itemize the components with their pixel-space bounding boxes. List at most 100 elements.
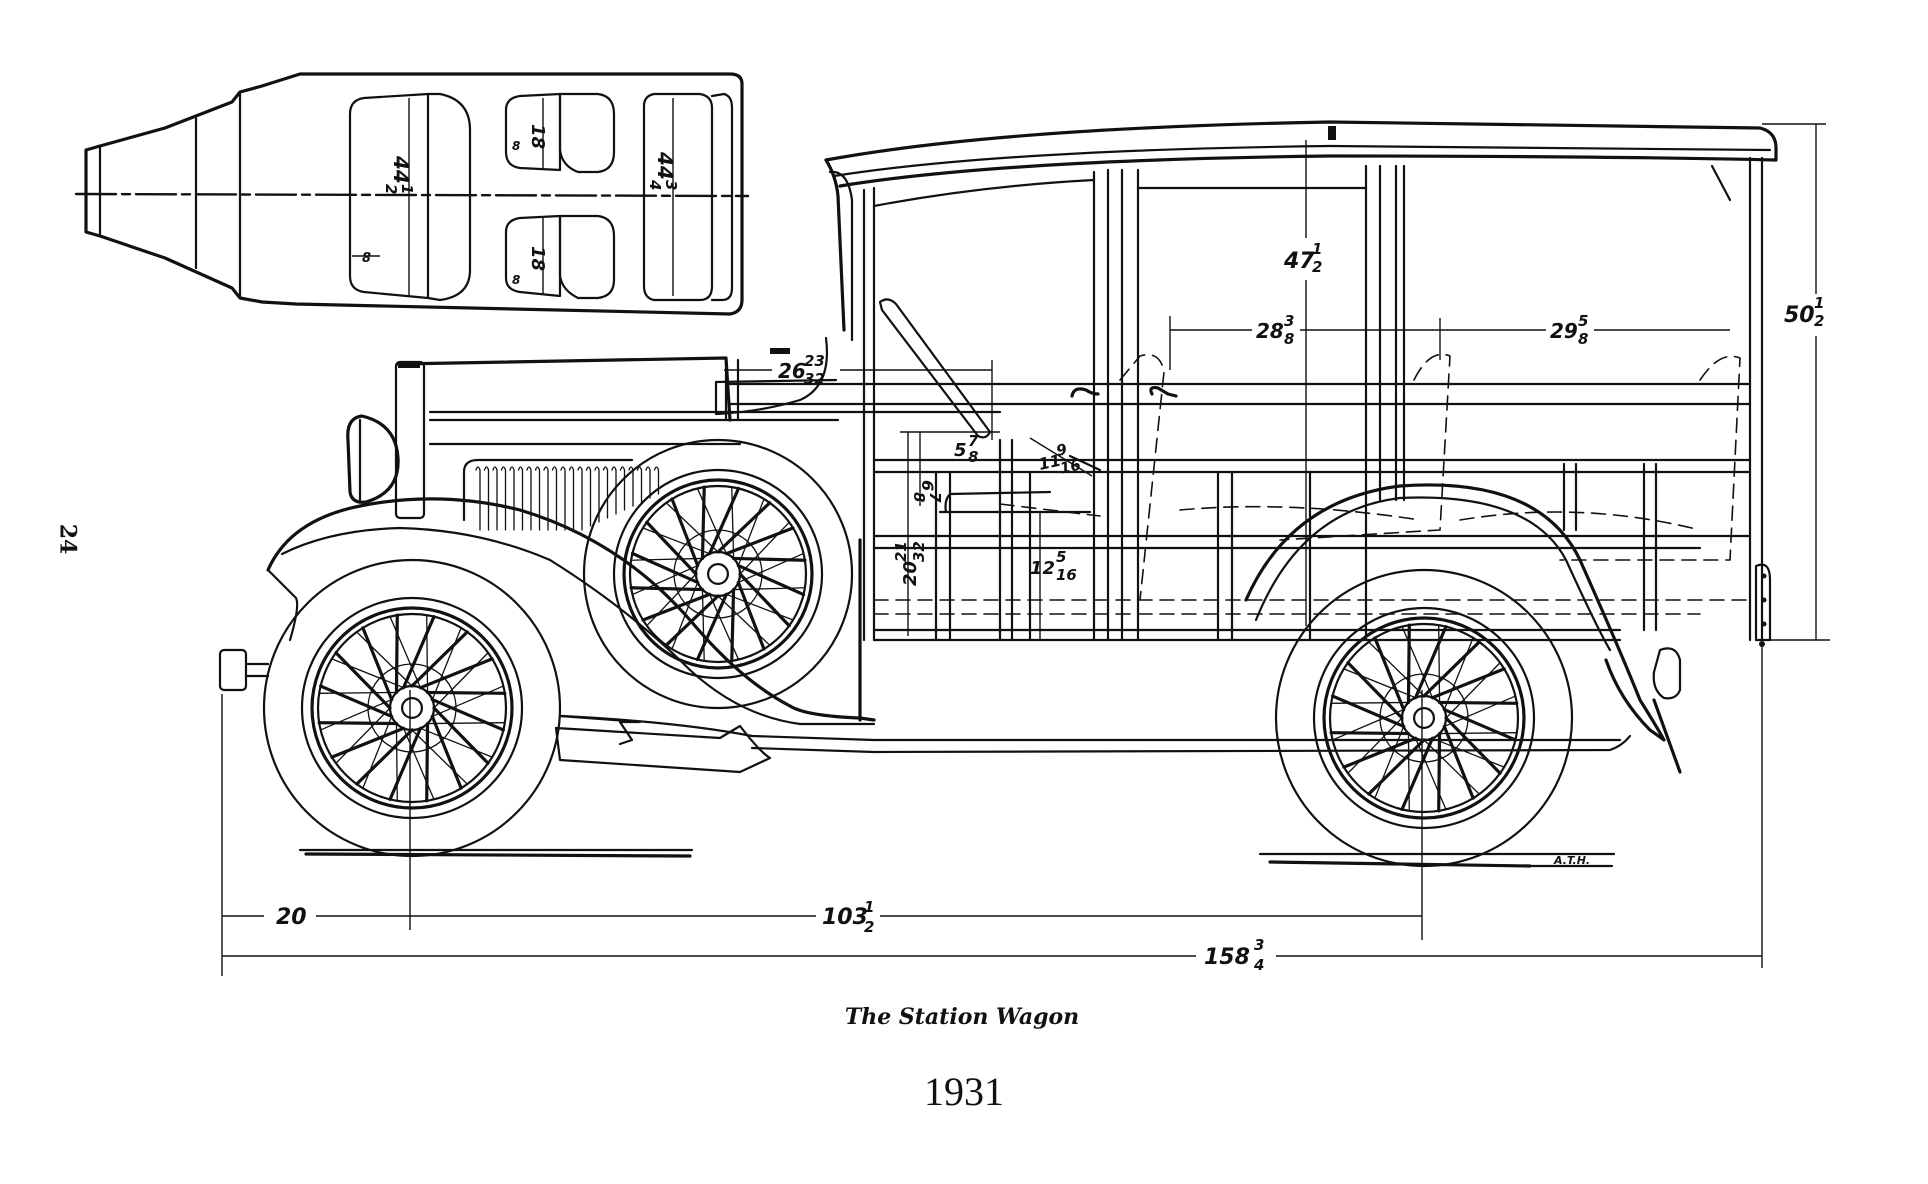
hub-cap (706, 562, 729, 585)
spoke (731, 556, 807, 562)
plan-front-seat-width-label: 44 (389, 155, 413, 184)
frac-num: 1 (864, 898, 874, 916)
frac-num: 7 (926, 492, 944, 503)
frac-num: 5 (1578, 312, 1588, 330)
spoke (433, 652, 489, 709)
spoke (418, 657, 494, 690)
spoke (701, 588, 705, 662)
hinge-bolt (1761, 621, 1767, 627)
louver (653, 466, 660, 495)
spoke (736, 580, 766, 651)
frac-whole: 20 (900, 561, 921, 586)
louver (483, 466, 490, 531)
front-window-top (872, 178, 1096, 208)
plan-middle-seat-upper-back (558, 92, 616, 174)
spoke-ring (673, 529, 763, 619)
cushion-height-label: 12 5 16 (1030, 548, 1077, 584)
frac-whole: 12 (1030, 558, 1055, 579)
louver (585, 466, 592, 527)
frac-whole: 50 (1784, 303, 1815, 328)
spoke (425, 721, 430, 803)
seat-setback-label: 5 7 8 (954, 432, 979, 466)
spoke (1430, 667, 1506, 700)
radiator-shell (394, 360, 426, 520)
ground-shadow-front (304, 852, 692, 858)
spoke (641, 592, 712, 622)
plan-middle-upper-depth-label: 8 (512, 139, 520, 153)
frac-whole: 26 (778, 359, 806, 383)
roof-marker (1328, 126, 1336, 140)
plan-front-seat (348, 92, 430, 300)
spoke (665, 502, 719, 553)
rim-inner (628, 484, 808, 664)
hub-cap (1412, 706, 1435, 729)
spoke (335, 707, 391, 764)
hinge-bolt (1761, 597, 1767, 603)
tail-lamp (1652, 647, 1682, 700)
spoke (317, 721, 399, 726)
spoke (425, 690, 507, 695)
plan-centerline (74, 192, 750, 198)
spoke (1374, 725, 1405, 799)
radiator-cap (398, 362, 420, 368)
frac-whole: 6 (918, 480, 937, 491)
spoke (670, 497, 700, 568)
frac-num: 1 (1814, 294, 1824, 312)
spare-wheel (582, 438, 854, 710)
frac-whole: 5 (954, 440, 967, 461)
dimension-labels: 20 103 1 2 158 3 4 47 1 2 50 1 2 28 3 8 (276, 240, 1824, 974)
plan-middle-upper-width-label: 18 (527, 124, 548, 149)
spoke (1442, 707, 1518, 742)
front-bumper (218, 648, 248, 692)
frac-whole: 47 (1283, 249, 1315, 274)
spoke (431, 627, 462, 701)
spoke (319, 698, 393, 731)
spoke (1401, 625, 1434, 699)
seat-back-angle-label: 11 9 16 (1037, 440, 1083, 477)
front-seat-cushion (938, 454, 1102, 514)
spoke (646, 573, 697, 627)
spoke (716, 501, 772, 554)
louver (619, 466, 626, 511)
page-number: 24 (54, 523, 81, 555)
dim-back-angle (1029, 437, 1093, 477)
rim (1322, 616, 1526, 820)
spoke (402, 727, 435, 801)
spoke (411, 729, 468, 785)
frac-whole: 103 (822, 905, 868, 930)
front-overhang-label: 20 (276, 905, 307, 930)
spoke (1438, 732, 1518, 735)
spoke (431, 685, 505, 718)
frac-den: 16 (1056, 566, 1077, 584)
spoke (1347, 717, 1403, 774)
spoke (430, 714, 463, 790)
plan-middle-seat-lower (504, 214, 562, 298)
louver (645, 466, 651, 499)
louver (560, 466, 566, 531)
spoke (1444, 716, 1502, 775)
drawing-year: 1931 (924, 1069, 1004, 1114)
spoke (1407, 732, 1410, 812)
tire (262, 558, 562, 858)
spoke (1329, 731, 1411, 736)
spoke (1330, 694, 1406, 729)
plan-labels: 44 1 2 8 18 8 18 8 44 3 4 (362, 124, 680, 287)
dimension-lines (221, 123, 1830, 976)
middle-to-rear-seat-label: 29 5 8 (1550, 312, 1588, 348)
spoke (426, 722, 506, 725)
splash-apron (554, 724, 772, 774)
spoke (1438, 624, 1441, 704)
wheelbase-label: 103 1 2 (822, 898, 874, 936)
front-fender-skirt (266, 568, 299, 642)
frac-den: 8 (910, 492, 928, 502)
spoke (629, 586, 705, 592)
cowl-vent (770, 348, 790, 354)
frac-num: 5 (1056, 548, 1066, 566)
hood-top (396, 356, 732, 422)
frac-den: 8 (968, 448, 978, 466)
frac-den: 32 (804, 370, 825, 388)
frac-num: 7 (968, 432, 979, 450)
frac-num: 9 (1055, 440, 1069, 460)
spoke (389, 615, 422, 689)
spoke (426, 614, 429, 694)
